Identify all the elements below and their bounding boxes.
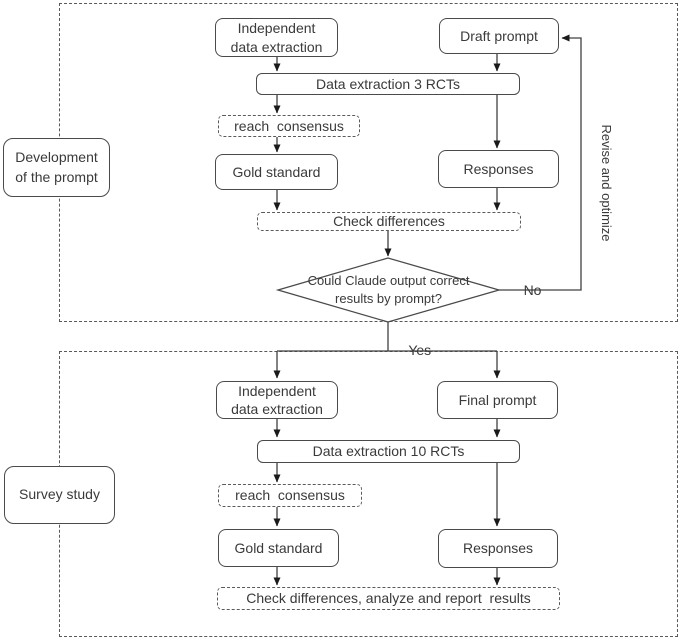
node-reach-consensus-2: reach consensus (218, 484, 362, 507)
no-branch-label: No (508, 266, 542, 314)
gold-standard2-label: Gold standard (234, 539, 323, 556)
node-data-extraction-10rcts: Data extraction 10 RCTs (257, 440, 520, 463)
responses2-label: Responses (462, 540, 534, 557)
final-prompt-label: Final prompt (458, 391, 537, 408)
decision-text: Could Claude output correct results by p… (278, 262, 499, 318)
yes-label-text: Yes (408, 342, 432, 358)
node-check-analyze-report: Check differences, analyze and report re… (217, 587, 560, 610)
no-label-text: No (523, 282, 542, 298)
node-gold-standard-2: Gold standard (218, 529, 339, 567)
node-check-differences-1: Check differences (257, 212, 521, 231)
development-label-line1: Development (15, 148, 98, 165)
revise-optimize-label: Revise and optimize (584, 110, 629, 242)
survey-section-label: Survey study (4, 466, 115, 524)
responses1-label: Responses (463, 160, 534, 177)
check-differences1-label: Check differences (333, 213, 445, 230)
gold-standard1-label: Gold standard (232, 163, 321, 180)
check-analyze-report-label: Check differences, analyze and report re… (246, 590, 531, 607)
arrow-no-loop-to-draft (499, 34, 582, 291)
development-section-label: Development of the prompt (3, 138, 110, 197)
independent2-line2: data extraction (231, 401, 323, 417)
node-draft-prompt: Draft prompt (439, 18, 559, 54)
revise-optimize-text: Revise and optimize (599, 124, 614, 242)
data-extraction-3rcts-label: Data extraction 3 RCTs (316, 75, 460, 92)
node-final-prompt: Final prompt (437, 381, 558, 419)
decision-line2: results by prompt? (335, 291, 442, 306)
node-independent-extraction-2: Independent data extraction (216, 381, 338, 419)
independent1-line2: data extraction (230, 38, 323, 55)
node-reach-consensus-1: reach consensus (218, 115, 360, 137)
node-data-extraction-3rcts: Data extraction 3 RCTs (256, 73, 520, 95)
node-independent-extraction-1: Independent data extraction (215, 18, 338, 57)
node-gold-standard-1: Gold standard (215, 154, 338, 190)
reach-consensus1-label: reach consensus (234, 117, 344, 134)
survey-label-text: Survey study (19, 486, 100, 503)
reach-consensus2-label: reach consensus (235, 487, 345, 504)
node-responses-1: Responses (438, 150, 559, 188)
development-label-line2: of the prompt (15, 168, 98, 185)
yes-branch-label: Yes (393, 326, 431, 374)
independent2-line1: Independent (238, 382, 316, 399)
decision-line1: Could Claude output correct (307, 273, 470, 289)
node-responses-2: Responses (438, 529, 558, 568)
independent1-line1: Independent (237, 20, 316, 37)
draft-prompt-label: Draft prompt (460, 27, 538, 44)
data-extraction-10rcts-label: Data extraction 10 RCTs (312, 443, 465, 460)
